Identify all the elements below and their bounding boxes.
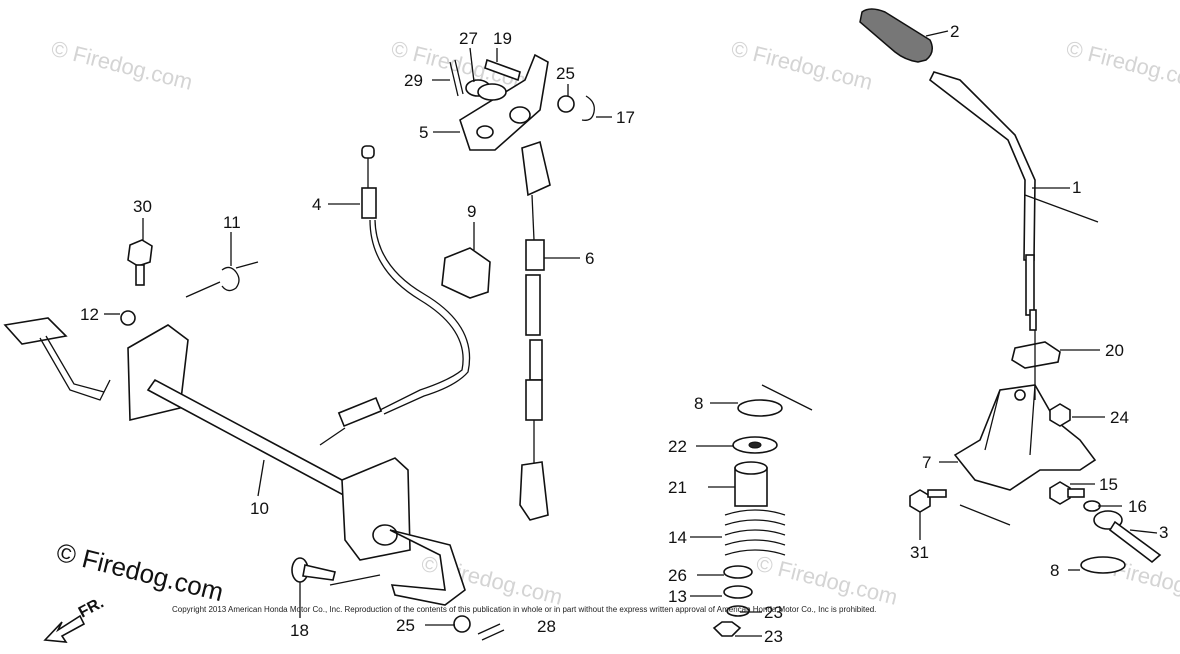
callout-7: 7	[922, 453, 931, 472]
spring-stack	[712, 399, 786, 637]
cable-clip	[441, 247, 491, 299]
callout-28: 28	[537, 617, 556, 636]
callout-8b: 8	[1050, 561, 1059, 580]
callout-25: 25	[556, 64, 575, 83]
hardware-bolts	[909, 403, 1126, 574]
callout-19: 19	[493, 29, 512, 48]
leader-lines	[104, 30, 1158, 637]
watermark: © Firedog.com	[729, 36, 875, 95]
throttle-cable	[319, 145, 471, 446]
callout-20: 20	[1105, 341, 1124, 360]
callout-2: 2	[950, 22, 959, 41]
callout-31: 31	[910, 543, 929, 562]
callout-16: 16	[1128, 497, 1147, 516]
callout-23: 23	[764, 603, 783, 622]
watermark: © Firedog.com	[754, 551, 900, 610]
callout-11: 11	[223, 213, 241, 232]
shift-lever	[928, 71, 1099, 331]
callout-4: 4	[312, 195, 321, 214]
callout-5: 5	[419, 123, 428, 142]
callout-3: 3	[1159, 523, 1168, 542]
callout-13: 13	[668, 587, 687, 606]
callout-14: 14	[668, 528, 687, 547]
watermark-layer: © Firedog.com © Firedog.com © Firedog.co…	[49, 36, 1180, 610]
callout-26: 26	[668, 566, 687, 585]
watermark-dark: © Firedog.com	[54, 537, 227, 607]
callout-23b: 23	[764, 627, 783, 646]
callout-21: 21	[668, 478, 687, 497]
callout-labels: 1 2 3 4 5 6 7 8 8 9 10 11 12 13 14 15 16…	[80, 22, 1168, 646]
lever-boot	[1011, 341, 1061, 369]
watermark: © Firedog.com	[1064, 36, 1180, 95]
callout-17: 17	[616, 108, 635, 127]
upper-bracket	[449, 53, 595, 151]
copyright-notice: Copyright 2013 American Honda Motor Co.,…	[172, 605, 877, 614]
callout-25b: 25	[396, 616, 415, 635]
callout-6: 6	[585, 249, 594, 268]
callout-10: 10	[250, 499, 269, 518]
callout-15: 15	[1099, 475, 1118, 494]
callout-22: 22	[668, 437, 687, 456]
callout-30: 30	[133, 197, 152, 216]
small-hardware	[120, 239, 259, 326]
callout-24: 24	[1110, 408, 1129, 427]
lever-knob	[859, 8, 933, 63]
callout-12: 12	[80, 305, 99, 324]
callout-1: 1	[1072, 178, 1081, 197]
linkage-rod	[519, 140, 551, 521]
callout-8: 8	[694, 394, 703, 413]
watermark: © Firedog.com	[49, 36, 195, 95]
pedal-assembly	[3, 317, 505, 641]
callout-9: 9	[467, 202, 476, 221]
callout-27: 27	[459, 29, 478, 48]
lever-bracket	[953, 384, 1097, 491]
pivot-arm	[1093, 510, 1162, 564]
callout-18: 18	[290, 621, 309, 640]
callout-29: 29	[404, 71, 423, 90]
front-arrow-icon: FR.	[43, 594, 107, 643]
